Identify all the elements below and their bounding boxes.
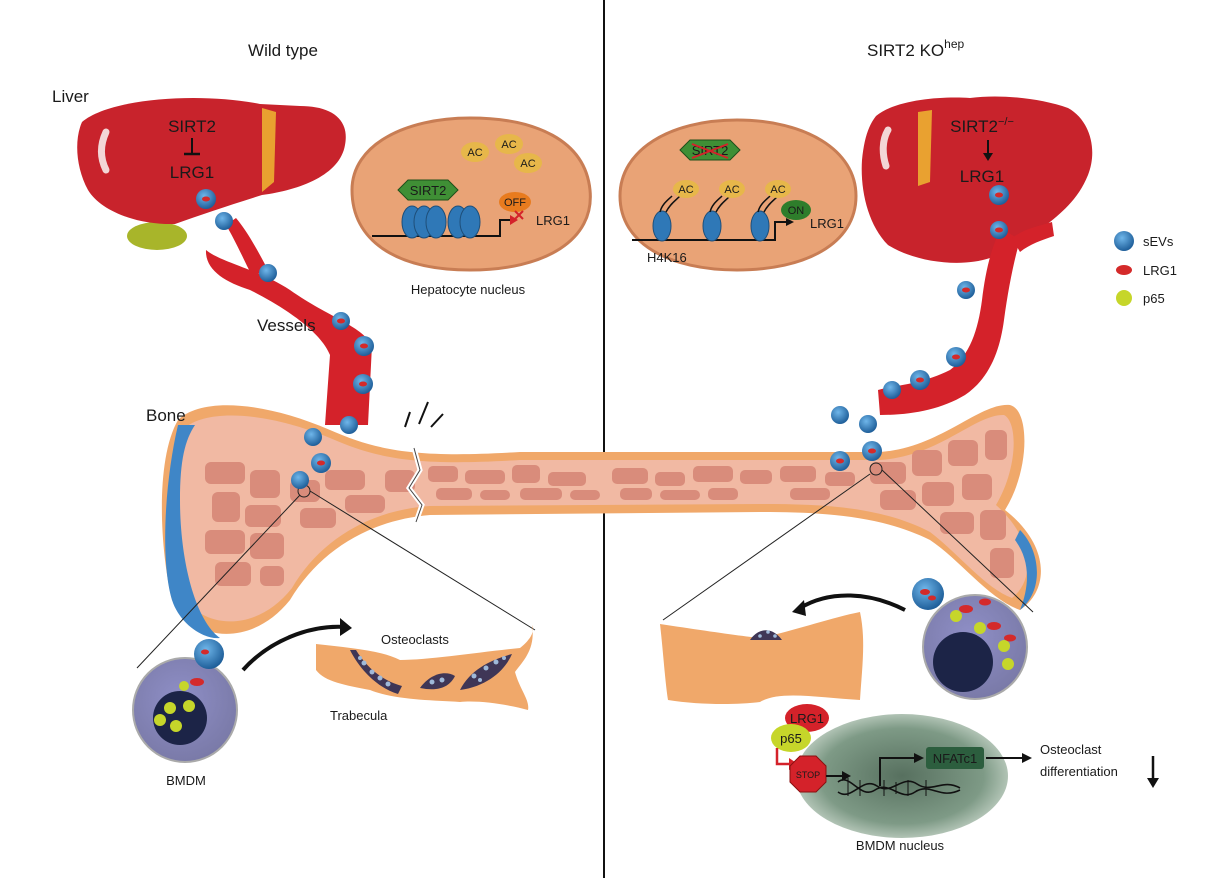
off-label: OFF bbox=[504, 197, 526, 209]
hepatocyte-nucleus-label: Hepatocyte nucleus bbox=[411, 282, 526, 297]
ac-ko-1: AC bbox=[678, 184, 693, 196]
legend-sevs: sEVs bbox=[1143, 234, 1174, 249]
ko-title: SIRT2 KOhep bbox=[867, 37, 965, 60]
legend: sEVs LRG1 p65 bbox=[1114, 231, 1177, 306]
h4k16-label: H4K16 bbox=[647, 250, 687, 265]
sev-cargo-ko bbox=[836, 192, 1003, 464]
bone bbox=[161, 404, 1041, 639]
zoom-lines bbox=[136, 462, 1034, 669]
lrg1-p65-complex: LRG1 p65 bbox=[771, 704, 829, 770]
p65-icon bbox=[1116, 290, 1132, 306]
bmdm-ko bbox=[912, 578, 1028, 700]
osteoclasts-label: Osteoclasts bbox=[381, 632, 449, 647]
osteoclast-label: Osteoclast bbox=[1040, 742, 1102, 757]
lrg1-gene-wt: LRG1 bbox=[536, 213, 570, 228]
liver-ko-lrg1: LRG1 bbox=[960, 167, 1004, 186]
sev-icon bbox=[1114, 231, 1134, 251]
liver-wt-lrg1: LRG1 bbox=[170, 163, 214, 182]
bmdm-nucleus-label: BMDM nucleus bbox=[856, 838, 945, 853]
bmdm-wild-type bbox=[132, 639, 238, 763]
ac-ko-2: AC bbox=[724, 184, 739, 196]
lrg1-icon bbox=[1116, 265, 1132, 275]
liver-ko: SIRT2−/− LRG1 bbox=[861, 96, 1093, 263]
bmdm-nucleus: NFATc1 bbox=[796, 714, 1008, 838]
lrg1-gene-ko: LRG1 bbox=[810, 216, 844, 231]
ac-wt-2: AC bbox=[501, 139, 516, 151]
hepatocyte-nucleus-wild-type: AC AC AC SIRT2 OFF LRG1 bbox=[350, 116, 592, 272]
trabecula-wild-type bbox=[316, 625, 533, 710]
nfatc1-label: NFATc1 bbox=[933, 751, 978, 766]
bone-label: Bone bbox=[146, 406, 186, 425]
liver-ko-sirt2: SIRT2−/− bbox=[950, 116, 1014, 136]
liver-wt-sirt2: SIRT2 bbox=[168, 117, 216, 136]
stop-sign: STOP bbox=[789, 755, 827, 793]
wild-type-title: Wild type bbox=[248, 41, 318, 60]
fracture-lines bbox=[404, 401, 444, 428]
legend-p65: p65 bbox=[1143, 291, 1165, 306]
vessel-ko bbox=[878, 222, 1054, 415]
ac-wt-3: AC bbox=[520, 158, 535, 170]
arrow-wt bbox=[241, 624, 346, 672]
arrow-ko bbox=[798, 593, 906, 612]
bmdm-label: BMDM bbox=[166, 773, 206, 788]
signal-p65: p65 bbox=[780, 731, 802, 746]
liver-wild-type: SIRT2 LRG1 bbox=[77, 98, 346, 250]
hepatocyte-nucleus-ko: SIRT2 AC AC AC ON LRG1 H4K16 bbox=[618, 118, 858, 272]
ac-wt-1: AC bbox=[467, 147, 482, 159]
ac-ko-3: AC bbox=[770, 184, 785, 196]
vessel-wild-type bbox=[205, 218, 372, 425]
vessels-label: Vessels bbox=[257, 316, 316, 335]
legend-lrg1: LRG1 bbox=[1143, 263, 1177, 278]
stop-label: STOP bbox=[796, 770, 820, 780]
sev-cargo-wt bbox=[202, 196, 368, 466]
differentiation-label: differentiation bbox=[1040, 764, 1118, 779]
bmdm-wt-sev bbox=[194, 639, 224, 669]
liver-label: Liver bbox=[52, 87, 89, 106]
sirt2-wt: SIRT2 bbox=[410, 183, 447, 198]
on-label: ON bbox=[788, 205, 805, 217]
signal-lrg1: LRG1 bbox=[790, 711, 824, 726]
trabecula-ko bbox=[660, 612, 864, 705]
trabecula-label: Trabecula bbox=[330, 708, 388, 723]
